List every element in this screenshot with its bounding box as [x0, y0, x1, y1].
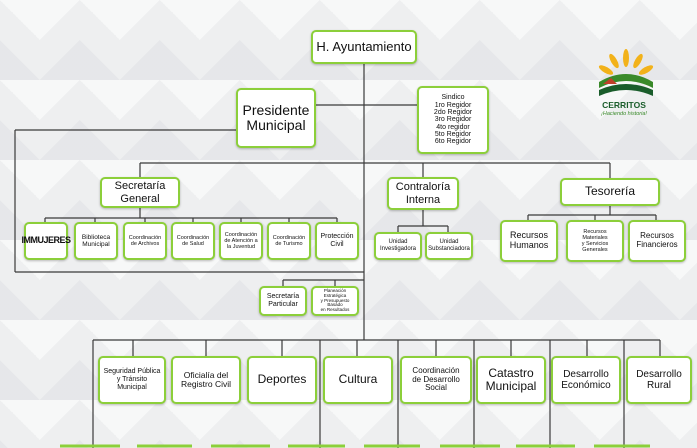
node-coordinacion-archivos: Coordinación de Archivos: [123, 222, 167, 260]
node-ayuntamiento: H. Ayuntamiento: [311, 30, 417, 64]
node-recursos-materiales: Recursos Materiales y Servicios Generale…: [566, 220, 624, 262]
regidor-4: 4to regidor: [436, 123, 470, 131]
node-sindico-regidores: Sindico 1ro Regidor 2do Regidor 3ro Regi…: [417, 86, 489, 154]
node-coordinacion-turismo: Coordinación de Turismo: [267, 222, 311, 260]
node-coordinacion-salud: Coordinación de Salud: [171, 222, 215, 260]
node-immujeres: IMMUJERES: [22, 222, 71, 260]
cerritos-logo-icon: [598, 49, 654, 96]
node-secretaria-particular: Secretaría Particular: [259, 286, 307, 316]
logo-name: CERRITOS: [602, 100, 646, 110]
node-presidente-municipal: Presidente Municipal: [236, 88, 316, 148]
node-desarrollo-economico: Desarrollo Económico: [551, 356, 621, 404]
node-oficialia-registro-civil: Oficialía del Registro Civil: [171, 356, 241, 404]
node-contraloria-interna: Contraloría Interna: [387, 177, 459, 210]
node-unidad-investigadora: Unidad Investigadora: [374, 232, 422, 260]
node-recursos-financieros: Recursos Financieros: [628, 220, 686, 262]
node-tesoreria: Tesorería: [560, 178, 660, 206]
node-desarrollo-rural: Desarrollo Rural: [626, 356, 692, 404]
node-unidad-substanciadora: Unidad Substanciadora: [425, 232, 473, 260]
node-desarrollo-social: Coordinación de Desarrollo Social: [400, 356, 472, 404]
node-secretaria-general: Secretaría General: [100, 177, 180, 208]
regidor-1: 1ro Regidor: [434, 101, 472, 109]
logo-slogan: ¡Haciendo historia!: [601, 111, 647, 117]
regidor-5: 5to Regidor: [434, 131, 472, 139]
node-biblioteca-municipal: Biblioteca Municipal: [74, 222, 118, 260]
regidor-2: 2do Regidor: [433, 108, 473, 116]
node-proteccion-civil: Protección Civil: [315, 222, 359, 260]
node-planeacion-estrategica: Planeación Estratégica y Presupuesto Bas…: [311, 286, 359, 316]
regidor-3: 3ro Regidor: [434, 116, 472, 124]
node-catastro-municipal: Catastro Municipal: [476, 356, 546, 404]
node-coordinacion-juventud: Coordinación de Atención a la Juventud: [219, 222, 263, 260]
regidor-6: 6to Regidor: [434, 138, 472, 146]
node-deportes: Deportes: [247, 356, 317, 404]
node-cultura: Cultura: [323, 356, 393, 404]
sindico-line: Sindico: [441, 94, 465, 102]
node-recursos-humanos: Recursos Humanos: [500, 220, 558, 262]
node-seguridad-publica: Seguridad Pública y Tránsito Municipal: [98, 356, 166, 404]
